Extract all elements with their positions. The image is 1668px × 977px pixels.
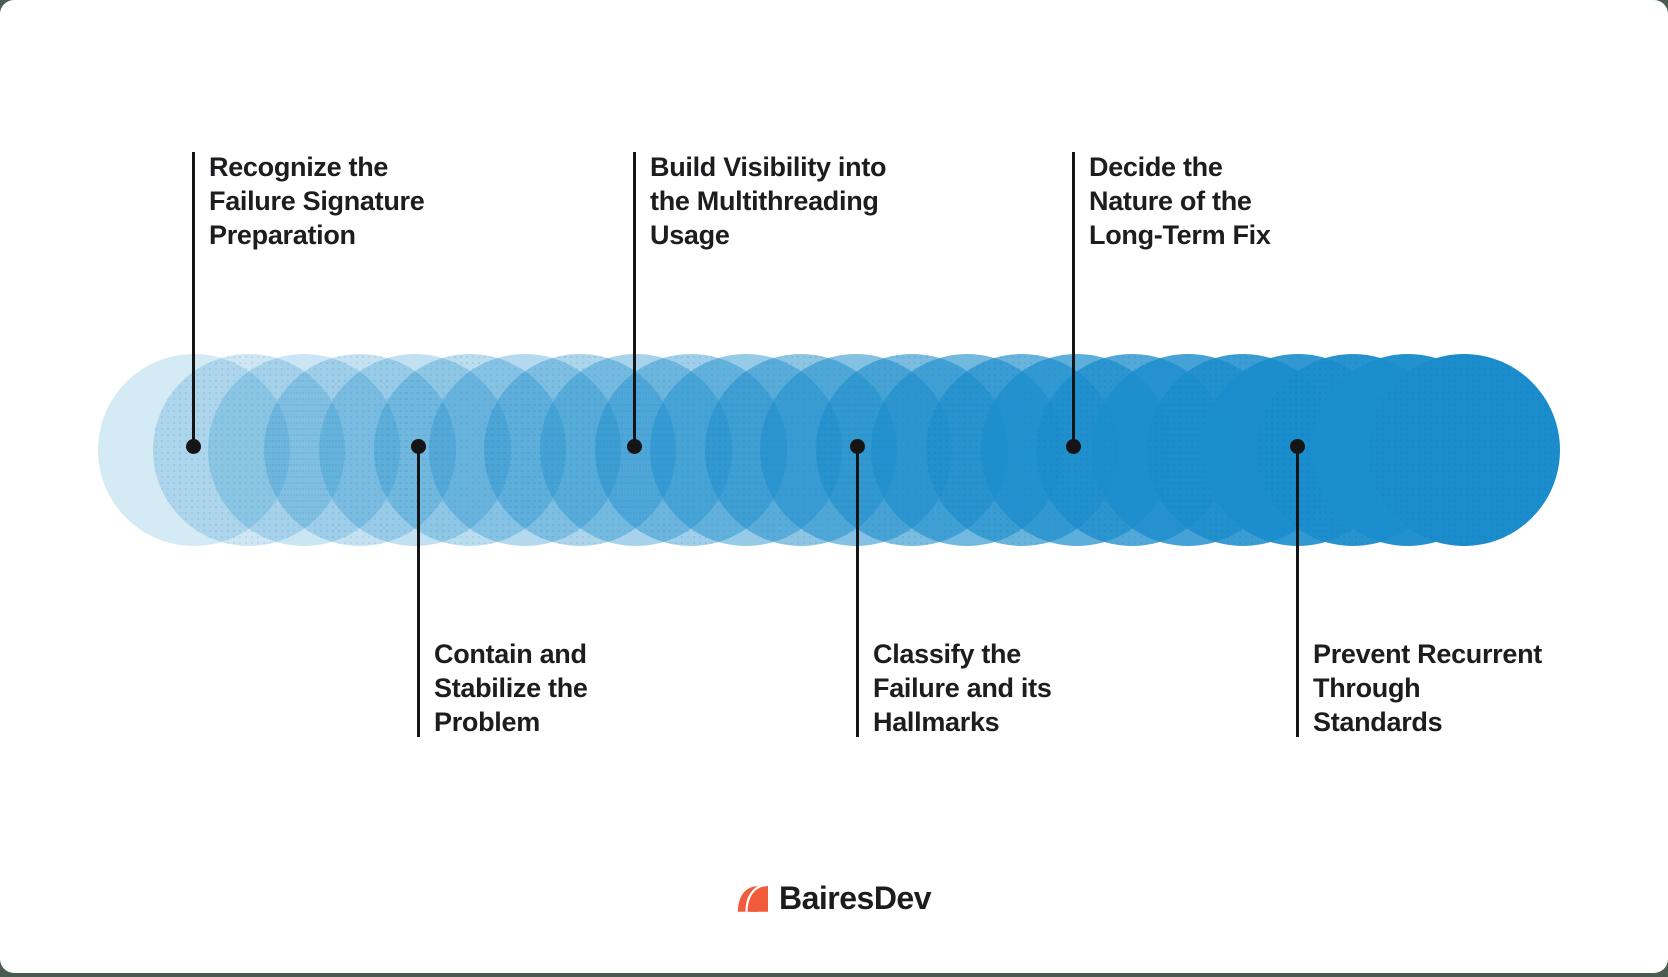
band-circle <box>208 354 401 546</box>
step-label-line: Through <box>1313 673 1421 703</box>
connector-dot-step-2 <box>410 438 426 454</box>
step-label-line: Failure and its <box>873 673 1052 703</box>
connector-dot-step-6 <box>1289 438 1305 454</box>
connector-dot-step-5 <box>1065 438 1081 454</box>
step-label-line: Prevent Recurrent <box>1313 639 1542 669</box>
band-circle <box>484 354 677 546</box>
band-circle <box>374 354 566 546</box>
connector-dot-step-4 <box>849 438 865 454</box>
step-label-line: Stabilize the <box>434 673 588 703</box>
step-label-line: Usage <box>650 220 730 250</box>
connector-line-step-5 <box>1071 152 1075 446</box>
step-label-line: Standards <box>1313 707 1443 737</box>
band-circle <box>1367 354 1560 546</box>
step-label-line: Classify the <box>873 639 1021 669</box>
connector-dot-step-1 <box>185 438 201 454</box>
connector-line-step-3 <box>632 152 636 446</box>
step-label-line: Nature of the <box>1089 186 1252 216</box>
band-circle <box>153 354 346 546</box>
step-label-line: Build Visibility into <box>650 152 887 182</box>
step-label-line: Long-Term Fix <box>1089 220 1271 250</box>
step-label-line: Hallmarks <box>873 707 1000 737</box>
step-label-line: Contain and <box>434 639 587 669</box>
connector-line-step-6 <box>1295 445 1299 737</box>
step-label-line: Problem <box>434 707 540 737</box>
connector-line-step-1 <box>191 152 195 446</box>
connector-dot-step-3 <box>626 438 642 454</box>
bairesdev-logo: BairesDev <box>0 874 1668 922</box>
bairesdev-logo-icon <box>737 883 768 913</box>
connector-line-step-4 <box>855 445 859 737</box>
logo-sail-right <box>747 885 768 912</box>
band-circle <box>429 354 622 546</box>
step-label-line: Failure Signature <box>209 186 425 216</box>
step-label-line: Decide the <box>1089 152 1223 182</box>
connector-line-step-2 <box>416 445 420 737</box>
step-label-line: Recognize the <box>209 152 389 182</box>
bairesdev-logo-text: BairesDev <box>778 879 932 916</box>
step-label-line: Preparation <box>209 220 356 250</box>
step-label-line: the Multithreading <box>650 186 879 216</box>
